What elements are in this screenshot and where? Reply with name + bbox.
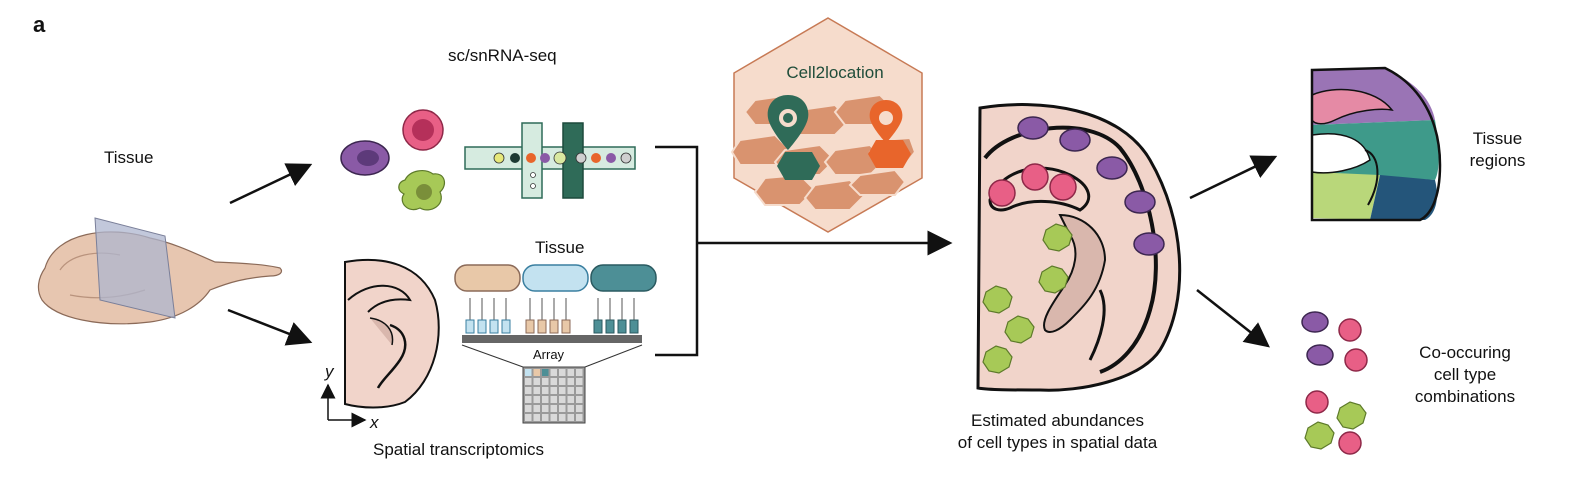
array-spot — [542, 405, 549, 412]
estimated-abundances-label: Estimated abundances of cell types in sp… — [935, 410, 1180, 454]
cell2location-hexagon — [730, 17, 923, 233]
array-spot — [576, 369, 583, 376]
array-spot — [525, 378, 532, 385]
array-spot — [550, 387, 557, 394]
microfluidic-chip — [464, 122, 636, 199]
array-grid — [522, 366, 586, 424]
array-spot — [576, 387, 583, 394]
array-spot — [533, 396, 540, 403]
cooccurring-line-1: Co-occuring — [1419, 343, 1511, 362]
array-spot — [533, 387, 540, 394]
tissue-regions-brain — [1310, 66, 1442, 222]
tissue-regions-line-1: Tissue — [1472, 129, 1523, 148]
tissue-regions-label: Tissue regions — [1450, 128, 1545, 172]
array-spot — [567, 405, 574, 412]
array-tissue-label: Tissue — [535, 238, 585, 257]
array-spot — [525, 387, 532, 394]
array-spot — [525, 396, 532, 403]
array-spot — [559, 414, 566, 421]
xy-axes — [320, 383, 367, 428]
array-spot — [542, 414, 549, 421]
array-spot — [567, 387, 574, 394]
array-spot — [542, 387, 549, 394]
axis-x-label: x — [370, 413, 379, 432]
spatial-brain-slice — [344, 258, 440, 409]
cooccur-pink-cells — [1305, 318, 1368, 455]
array-spot — [576, 414, 583, 421]
array-spot — [550, 405, 557, 412]
array-spot — [542, 369, 549, 376]
array-spot — [559, 387, 566, 394]
cell2location-label: Cell2location — [786, 63, 884, 82]
array-spot — [559, 405, 566, 412]
abundance-pink-cells — [988, 163, 1077, 207]
abundance-purple-cells — [1017, 116, 1165, 256]
abundance-green-cells — [982, 223, 1073, 374]
scrna-label: sc/snRNA-seq — [448, 46, 557, 65]
array-spot — [550, 378, 557, 385]
scrna-cells — [340, 109, 446, 211]
array-spot — [559, 396, 566, 403]
panel-letter: a — [33, 12, 46, 37]
array-spot — [576, 378, 583, 385]
array-spot — [567, 369, 574, 376]
merge-bracket — [655, 145, 953, 357]
array-spot — [533, 369, 540, 376]
tissue-regions-line-2: regions — [1469, 151, 1526, 170]
tissue-label: Tissue — [104, 148, 154, 167]
array-spot — [525, 414, 532, 421]
array-spot — [533, 378, 540, 385]
array-spot — [550, 396, 557, 403]
array-spot — [542, 396, 549, 403]
spatial-transcriptomics-label: Spatial transcriptomics — [373, 440, 545, 459]
array-spot — [550, 369, 557, 376]
array-spot — [567, 414, 574, 421]
array-spot — [576, 396, 583, 403]
arrow-to-regions — [1189, 155, 1278, 200]
array-spot — [567, 396, 574, 403]
estimated-line-2: of cell types in spatial data — [957, 433, 1158, 452]
array-spot — [525, 369, 532, 376]
array-spot — [533, 405, 540, 412]
arrow-to-spatial — [227, 308, 313, 346]
arrow-to-scrna — [229, 163, 313, 205]
cooccurring-line-2: cell type — [1433, 365, 1497, 384]
array-spot — [533, 414, 540, 421]
axis-y-label: y — [325, 362, 334, 381]
spatial-array — [454, 264, 657, 424]
array-spot — [567, 378, 574, 385]
mouse-illustration — [37, 217, 283, 325]
cooccur-green-cells — [1304, 401, 1367, 450]
cooccurring-label: Co-occuring cell type combinations — [1395, 342, 1535, 408]
array-spot — [525, 405, 532, 412]
array-spot — [559, 378, 566, 385]
array-spot — [559, 369, 566, 376]
array-spot — [550, 414, 557, 421]
cooccur-purple-cells — [1301, 311, 1334, 366]
estimated-line-1: Estimated abundances — [971, 411, 1144, 430]
arrow-to-cooccur — [1196, 289, 1270, 348]
cooccurring-line-3: combinations — [1414, 387, 1516, 406]
array-spot — [576, 405, 583, 412]
array-label: Array — [533, 347, 565, 362]
array-spot — [542, 378, 549, 385]
